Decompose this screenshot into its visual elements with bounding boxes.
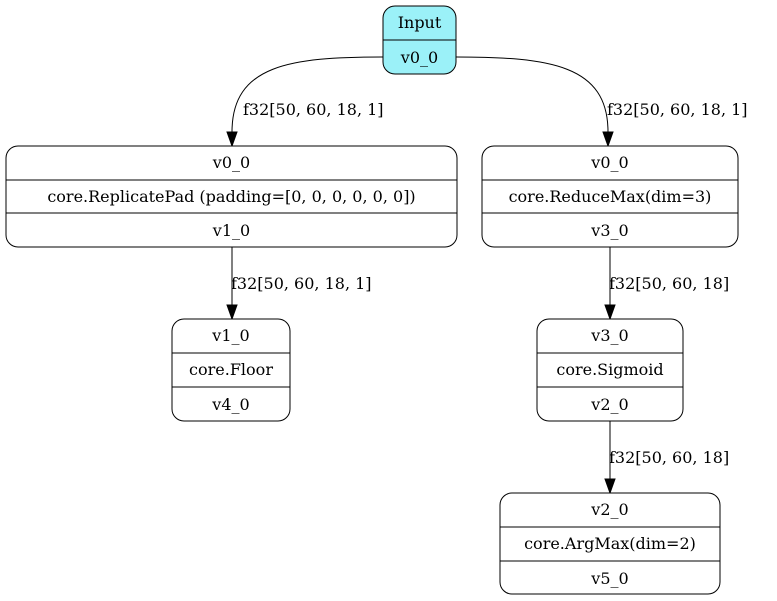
node-output: v2_0 <box>590 395 628 414</box>
node-op: core.ArgMax(dim=2) <box>524 534 696 553</box>
edge-label: f32[50, 60, 18, 1] <box>243 100 384 119</box>
node-floor[interactable]: v1_0 core.Floor v4_0 <box>171 318 291 422</box>
node-input-name: v3_0 <box>590 326 628 345</box>
edge-input-to-reducemax: f32[50, 60, 18, 1] <box>455 56 748 148</box>
node-reduce-max[interactable]: v0_0 core.ReduceMax(dim=3) v3_0 <box>481 145 739 248</box>
node-op: core.ReduceMax(dim=3) <box>509 187 712 206</box>
edge-replicate-to-floor: f32[50, 60, 18, 1] <box>226 247 372 321</box>
node-input-name: v0_0 <box>212 153 250 172</box>
node-sigmoid[interactable]: v3_0 core.Sigmoid v2_0 <box>536 318 684 422</box>
node-argmax[interactable]: v2_0 core.ArgMax(dim=2) v5_0 <box>499 492 721 595</box>
node-op: core.Sigmoid <box>556 360 663 379</box>
edge-label: f32[50, 60, 18] <box>609 448 729 467</box>
node-op: core.Floor <box>189 360 273 379</box>
node-input-name: v1_0 <box>211 326 249 345</box>
edge-input-to-replicate: f32[50, 60, 18, 1] <box>226 56 384 148</box>
node-input-name: v0_0 <box>590 153 628 172</box>
node-input[interactable]: Input v0_0 <box>382 5 457 75</box>
edge-reducemax-to-sigmoid: f32[50, 60, 18] <box>604 247 729 321</box>
node-output: v1_0 <box>212 221 250 240</box>
node-input-name: v2_0 <box>590 500 628 519</box>
node-output: v4_0 <box>211 395 249 414</box>
node-output: v0_0 <box>400 48 438 67</box>
node-op: core.ReplicatePad (padding=[0, 0, 0, 0, … <box>47 187 415 206</box>
edge-sigmoid-to-argmax: f32[50, 60, 18] <box>604 421 729 495</box>
edge-label: f32[50, 60, 18, 1] <box>607 100 748 119</box>
edge-label: f32[50, 60, 18] <box>609 274 729 293</box>
node-title: Input <box>398 13 442 32</box>
edge-label: f32[50, 60, 18, 1] <box>231 274 372 293</box>
node-output: v5_0 <box>590 569 628 588</box>
node-output: v3_0 <box>590 221 628 240</box>
node-replicate-pad[interactable]: v0_0 core.ReplicatePad (padding=[0, 0, 0… <box>5 145 458 248</box>
